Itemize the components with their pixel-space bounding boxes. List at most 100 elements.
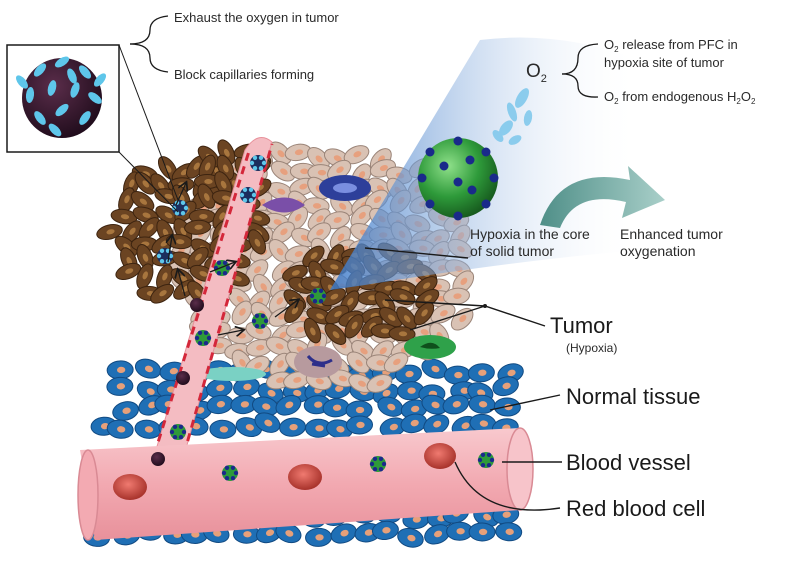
tumor-hypoxia-label: (Hypoxia)	[566, 341, 618, 355]
tumor-brown-cell-nucleus	[204, 162, 211, 171]
tumor-beige-cell-nucleus	[276, 297, 284, 305]
nanoparticle-dot	[480, 462, 486, 468]
nanoparticle-dot	[252, 155, 258, 161]
capillary-edge-right	[178, 143, 274, 469]
exhaust-oxygen-label: Exhaust the oxygen in tumor	[174, 10, 339, 25]
nanoparticle-dot	[254, 313, 260, 319]
tumor-brown-cell-nucleus	[157, 182, 165, 190]
inset-oxygen-blob	[16, 75, 28, 89]
nanoparticle-dot	[178, 424, 184, 430]
nanoparticle-dot	[261, 160, 267, 166]
normal-cell-nucleus	[483, 513, 492, 521]
nanoparticle-dot	[369, 461, 375, 467]
nanoparticle-dot	[251, 318, 257, 324]
normal-tissue-label: Normal tissue	[566, 384, 701, 409]
normal-cell-nucleus	[479, 420, 489, 427]
inset-oxygen-blob	[93, 73, 107, 87]
normal-cell-nucleus	[216, 401, 226, 408]
nanoparticle-dot	[221, 470, 227, 476]
normal-cell-nucleus	[117, 426, 126, 433]
brace-bottom	[129, 43, 169, 73]
tumor-beige-cell-nucleus	[460, 277, 468, 286]
nanoparticle-dot	[194, 335, 200, 341]
normal-cell-nucleus	[382, 389, 391, 397]
tumor-beige-cell-nucleus	[317, 169, 327, 176]
normal-cell-nucleus	[407, 387, 416, 394]
o2-symbol: O2	[526, 61, 547, 85]
tumor-brown-cell-nucleus	[199, 214, 208, 219]
nanoparticle-dot	[254, 323, 260, 329]
tumor-beige-cell-nucleus	[337, 233, 345, 241]
normal-cell-nucleus	[192, 422, 201, 430]
tumor-beige-cell-nucleus	[273, 219, 282, 225]
tumor-beige-cell-nucleus	[239, 308, 246, 316]
blood-vessel-label: Blood vessel	[566, 450, 691, 475]
tumor-brown-cell-nucleus	[310, 252, 318, 260]
small-nanoparticles	[156, 155, 495, 481]
tumor-brown-cell-nucleus	[193, 162, 200, 170]
inset-oxygen-blob	[55, 103, 69, 117]
normal-cell-nucleus	[412, 516, 422, 523]
tumor-brown-cell-nucleus	[333, 251, 339, 260]
dark-nanoparticle	[190, 298, 204, 312]
purple-cell	[262, 197, 305, 213]
tumor-brown-cell-nucleus	[176, 239, 185, 245]
normal-cell-nucleus	[245, 424, 254, 431]
tumor-beige-cell-nucleus	[379, 347, 387, 355]
normal-cell-nucleus	[216, 384, 225, 392]
tumor-brown-cell-nucleus	[204, 179, 213, 184]
normal-cell-nucleus	[264, 419, 273, 427]
big-nanoparticle-dot	[425, 147, 435, 157]
nanoparticle-dot	[174, 210, 180, 216]
nanoparticle-dot	[159, 248, 165, 254]
tumor-brown-cell-nucleus	[332, 331, 340, 339]
tumor-brown-cell-nucleus	[424, 295, 432, 302]
tumor-beige-cell-nucleus	[376, 360, 385, 366]
nanoparticle-dot	[263, 318, 269, 324]
tumor-beige-cell-nucleus	[300, 234, 309, 241]
tumor-brown-cell-nucleus	[220, 180, 227, 189]
released-oxygen	[492, 88, 533, 145]
tumor-brown-cell-nucleus	[315, 269, 321, 278]
normal-cell-nucleus	[240, 401, 250, 408]
tumor-beige-cell-nucleus	[333, 217, 342, 223]
normal-cell-nucleus	[144, 365, 154, 373]
blood-vessel-start	[77, 449, 99, 541]
nanoparticle-dot	[312, 288, 318, 294]
tumor-beige-cell-nucleus	[393, 358, 401, 366]
inset-oxygen-blob	[47, 80, 57, 96]
normal-cell-nucleus	[340, 529, 349, 537]
tumor-beige-cell-nucleus	[373, 196, 382, 203]
tumor-brown-cell-nucleus	[124, 195, 130, 204]
nanoparticle-dot	[225, 265, 231, 271]
nanoparticle-dot	[222, 260, 228, 266]
tumor-beige-cell-nucleus	[239, 358, 246, 367]
tumor-brown-cell-nucleus	[351, 321, 358, 330]
inset-oxygen-blob	[70, 82, 80, 98]
green-cell-nucleus	[420, 342, 440, 349]
normal-cell-nucleus	[411, 405, 420, 413]
normal-cell-nucleus	[293, 389, 302, 397]
big-nanoparticle-dot	[467, 185, 477, 195]
nanoparticle-dot	[230, 465, 236, 471]
inset-oxygen-blob	[67, 68, 77, 84]
nanoparticle-dot	[242, 187, 248, 193]
inset-oxygen-blob	[25, 87, 35, 103]
tumor-beige-cell-nucleus	[360, 347, 368, 355]
normal-cell-nucleus	[387, 403, 396, 411]
tumor-brown-cell-nucleus	[106, 229, 115, 235]
gray-cell-nucleus	[306, 354, 333, 368]
tumor-brown-cell-nucleus	[347, 297, 354, 306]
normal-cell-nucleus	[116, 383, 126, 390]
tumor-brown-cell-nucleus	[139, 198, 148, 205]
blue-cell-nucleus	[333, 183, 357, 193]
normal-cell-nucleus	[382, 527, 391, 534]
o2-release-label: O2 release from PFC in hypoxia site of t…	[604, 37, 738, 70]
normal-cell-nucleus	[148, 401, 157, 409]
nanoparticle-dot	[249, 160, 255, 166]
nanoparticle-dot	[203, 340, 209, 346]
blood-vessel-end	[506, 427, 534, 511]
inset-oxygen-blob	[78, 65, 92, 79]
nanoparticle-dot	[222, 270, 228, 276]
